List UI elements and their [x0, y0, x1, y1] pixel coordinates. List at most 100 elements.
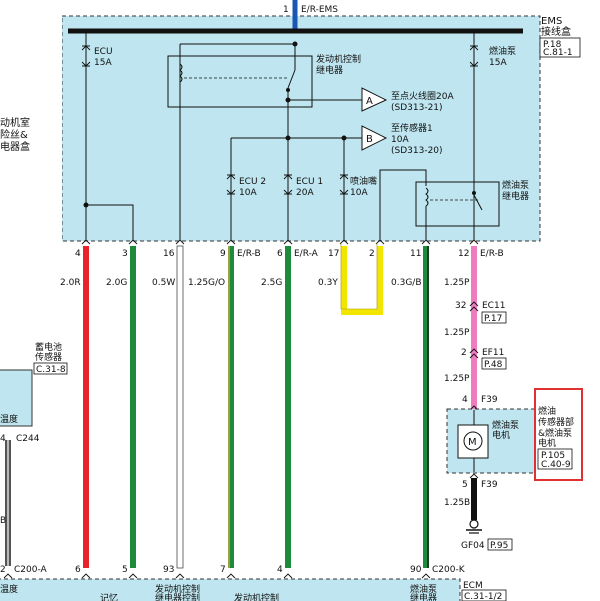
wire-spec-yellow: 0.3Y	[318, 278, 338, 288]
left-box-line-3: 电器盒	[0, 140, 30, 153]
ef11-ref: P.48	[484, 360, 503, 370]
ec11-pin: 32	[455, 301, 466, 311]
left-box-line-2: 险丝&	[0, 128, 28, 141]
ecu-fuse-icon	[81, 45, 91, 67]
top-connector-pin: 1	[283, 5, 289, 15]
ems-ref-1: P.18	[543, 40, 562, 50]
ecu2-fuse-name: ECU 2	[239, 177, 266, 187]
battery-sensor-box	[0, 369, 33, 427]
bottom-left-name: C200-A	[14, 565, 48, 575]
bottom-pin-6: 6	[75, 565, 81, 575]
offpage-b-text-1: 至传感器1	[391, 122, 433, 134]
pin-6-label: E/R-A	[294, 249, 319, 259]
ecm-ref-box	[461, 589, 507, 601]
ecm-label-relay-ctrl-2: 继电器控制	[155, 592, 200, 601]
wire-spec-pink-2: 1.25P	[444, 328, 470, 338]
pump-fuse-name: 燃油泵	[489, 45, 516, 57]
ems-ref-box	[539, 37, 581, 58]
injector-fuse-name: 喷油嘴	[350, 175, 377, 187]
pin-12-label: E/R-B	[480, 249, 504, 259]
bottom-pin-90: 90	[410, 565, 422, 575]
pump-relay-label-2: 继电器	[502, 190, 529, 202]
ecm-label-pump-2: 继电器	[410, 592, 437, 601]
bottom-connector-chevrons	[3, 573, 431, 579]
pump-module-label-1: 燃油	[538, 405, 556, 417]
c244-wire: B	[0, 516, 6, 526]
wire-spec-white: 0.5W	[152, 278, 175, 288]
engine-relay-a-junction	[285, 97, 291, 103]
f39-top-pin: 4	[462, 395, 468, 405]
battery-sensor-ref: C.31-8	[36, 365, 66, 375]
ecm-temp-label: 温度	[0, 583, 18, 595]
pump-module-label-3: &燃油泵	[538, 427, 572, 439]
wire-spec-green-2: 2.5G	[261, 278, 282, 288]
battery-sensor-label-2: 传感器	[35, 351, 62, 363]
ecm-label-pump-1: 燃油泵	[410, 583, 437, 595]
ems-subtitle: 接线盒	[541, 25, 571, 38]
ems-junction-box	[61, 15, 541, 242]
ground-ref: P.95	[490, 541, 508, 551]
ec11-ref: P.17	[484, 314, 502, 324]
engine-relay-box	[167, 55, 313, 108]
ground-name: GF04	[461, 541, 485, 551]
pin-3: 3	[122, 249, 128, 259]
offpage-b-letter: B	[366, 134, 373, 145]
ems-ref-2: C.81-1	[543, 48, 573, 58]
left-box-line-1: 动机室	[0, 116, 30, 129]
motor-label: M	[468, 437, 477, 448]
ec11-ref-box	[481, 311, 507, 324]
ef11-name: EF11	[482, 348, 504, 358]
bottom-pin-4: 4	[277, 565, 283, 575]
battery-sensor-label-1: 蓄电池	[35, 341, 62, 353]
ecu1-fuse-name: ECU 1	[296, 177, 323, 187]
pump-module-ref-box	[537, 448, 573, 470]
bottom-pin-93: 93	[163, 565, 174, 575]
ecm-box	[0, 578, 461, 601]
injector-fuse-rating: 10A	[350, 188, 368, 198]
ecm-label-engine-ctrl: 发动机控制	[234, 592, 279, 601]
injector-fuse-icon	[339, 174, 349, 195]
wire-spec-pink-1: 1.25P	[444, 278, 470, 288]
ecm-label-relay-ctrl-1: 发动机控制	[155, 583, 200, 595]
ecu2-fuse-rating: 10A	[239, 188, 257, 198]
pump-unit-label-1: 燃油泵	[492, 419, 519, 431]
ecu1-fuse-icon	[283, 174, 293, 195]
pump-fuse-rating: 15A	[489, 58, 507, 68]
ef11-pin: 2	[461, 348, 467, 358]
pump-module-ref-2: C.40-9	[541, 460, 571, 470]
pump-relay-label-1: 燃油泵	[502, 179, 529, 191]
pin-16: 16	[163, 249, 175, 259]
pump-module-label-4: 电机	[538, 437, 556, 449]
pin-9: 9	[220, 249, 226, 259]
ecu-fuse-rating: 15A	[94, 58, 112, 68]
battery-sensor-temp: 温度	[0, 413, 18, 425]
ecu1-fuse-rating: 20A	[296, 188, 314, 198]
ec11-connector-icon	[469, 301, 479, 312]
wire-spec-red: 2.0R	[60, 278, 81, 288]
ef11-ref-box	[481, 357, 507, 370]
engine-relay-coil-icon	[179, 63, 183, 83]
top-connector-chevrons	[81, 239, 479, 245]
engine-relay-label-1: 发动机控制	[316, 53, 361, 65]
bottom-right-name: C200-K	[432, 565, 466, 575]
pin-4: 4	[75, 249, 81, 259]
pump-relay-contact-dot	[472, 191, 476, 195]
wire-spec-green-o: 1.25G/O	[188, 278, 225, 288]
offpage-a-text-2: (SD313-21)	[391, 103, 443, 113]
ecu-branch-wire	[86, 204, 134, 240]
white-wire	[176, 245, 184, 569]
battery-sensor-ref-box	[33, 362, 68, 375]
motor-icon	[463, 431, 483, 451]
c244-pin: 4	[0, 434, 6, 444]
pump-module-ref-1: P.105	[541, 451, 565, 461]
pump-relay-contact	[473, 194, 483, 211]
f39-bottom-pin: 5	[462, 480, 468, 490]
offpage-b-text-2: (SD313-20)	[391, 146, 443, 156]
wire-spec-black: 1.25B	[444, 498, 470, 508]
ground-icon	[469, 519, 479, 529]
wire-spec-green-1: 2.0G	[106, 278, 127, 288]
pin-2: 2	[369, 249, 375, 259]
pump-relay-box	[415, 181, 500, 227]
pin-12: 12	[458, 249, 469, 259]
